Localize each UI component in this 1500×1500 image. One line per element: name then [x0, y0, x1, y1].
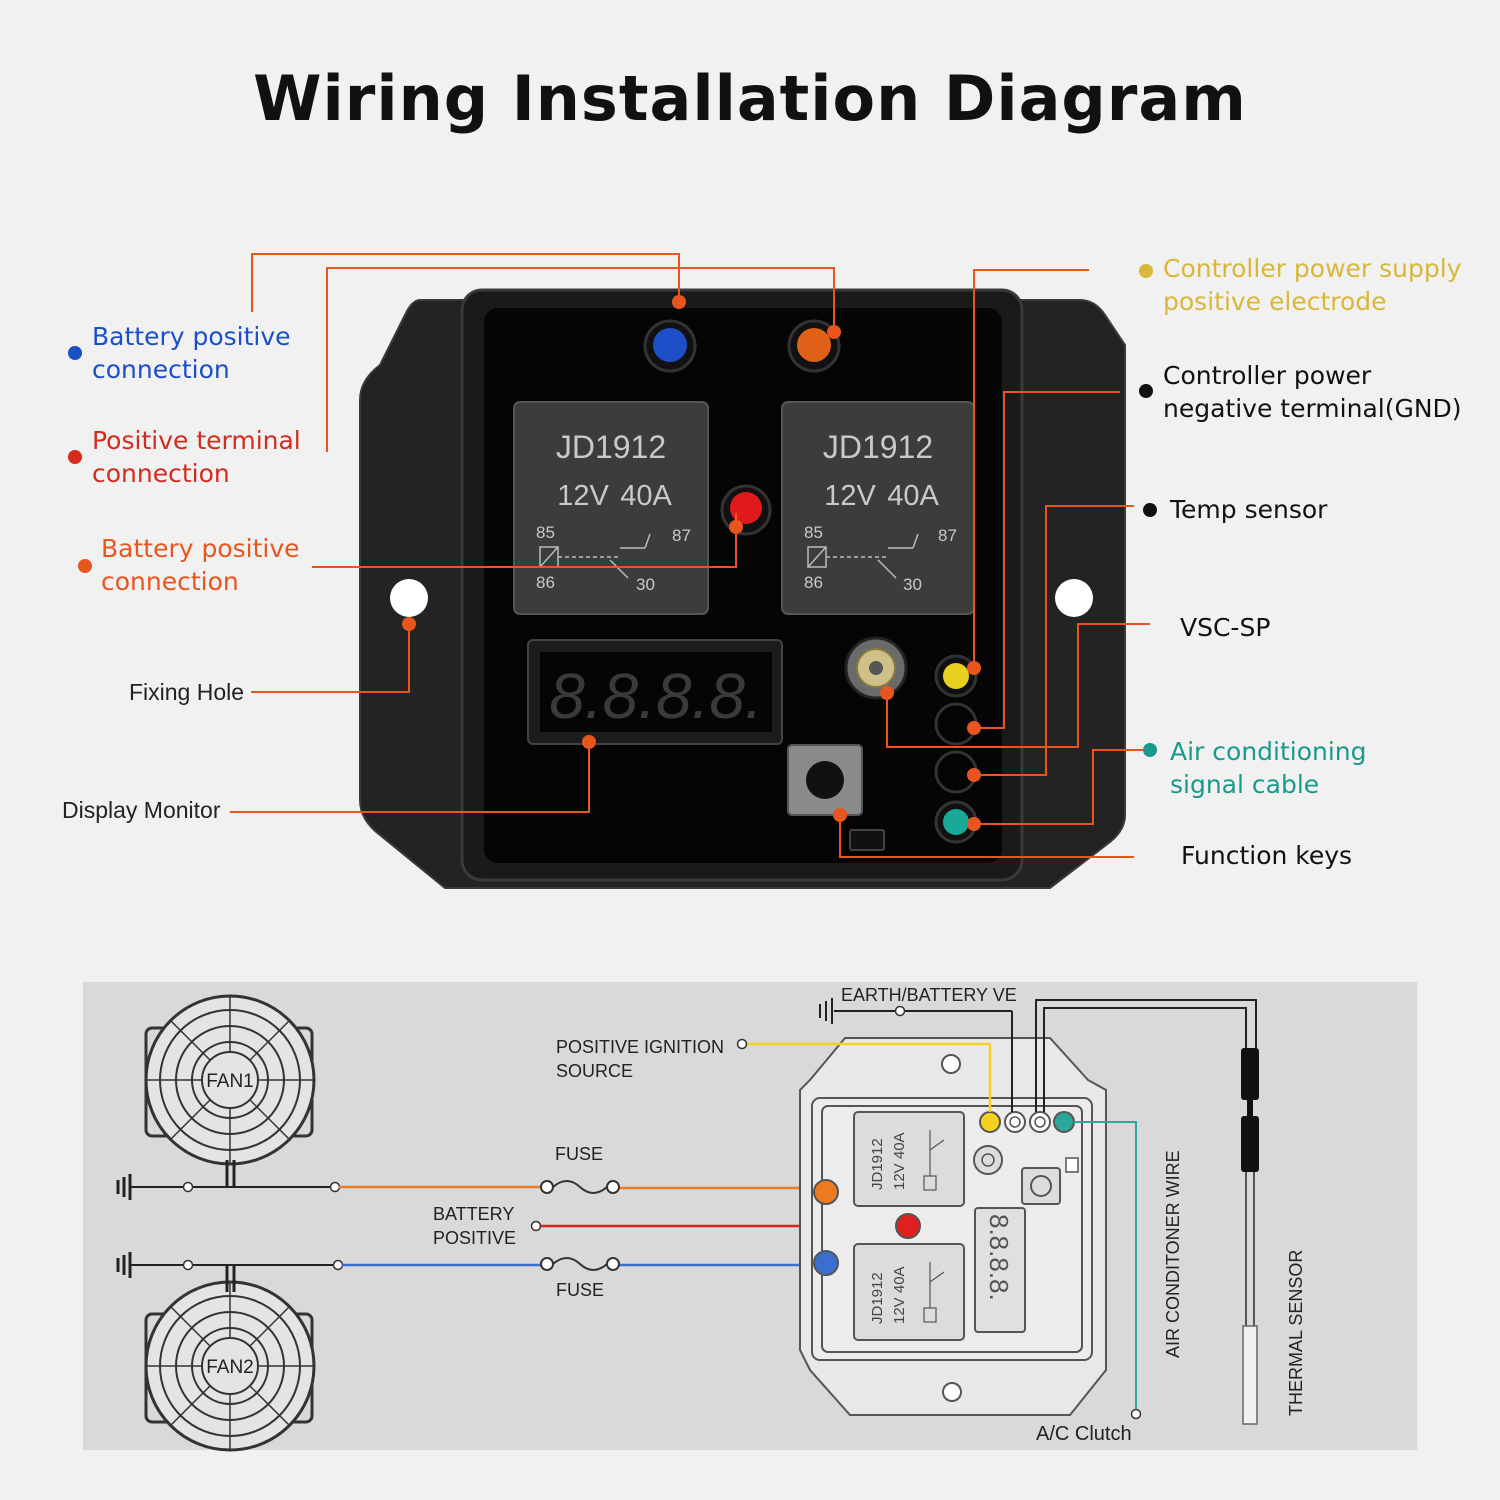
relay-right-amperage: 40A: [887, 480, 939, 512]
leader-lines: [230, 253, 1150, 858]
relay-right-pin-86: 86: [804, 573, 823, 592]
mini-relay-bottom-model: JD1912: [869, 1272, 886, 1324]
relay-right-pin-85: 85: [804, 523, 823, 542]
teal-terminal: [943, 809, 969, 835]
controller-power-negative-label: Controller power negative terminal(GND): [1163, 359, 1462, 425]
relay-left-pin-87: 87: [672, 526, 691, 545]
relay-left-model: JD1912: [556, 429, 666, 465]
air-conditioning-line2: signal cable: [1170, 770, 1320, 799]
relay-left-pin-85: 85: [536, 523, 555, 542]
fan-wiring: [116, 1160, 338, 1292]
air-conditioner-wire-label: AIR CONDITONER WIRE: [1163, 1150, 1183, 1358]
thermal-probe: [1242, 1325, 1258, 1425]
relay-left-amperage: 40A: [620, 480, 672, 512]
relay-right-voltage: 12V: [824, 480, 876, 512]
fixing-hole-label: Fixing Hole: [129, 679, 245, 705]
fixing-hole-left: [390, 579, 428, 617]
battery-positive-line2: POSITIVE: [433, 1228, 516, 1248]
display-screen: [540, 652, 772, 732]
earth-battery-label: EARTH/BATTERY VE: [841, 985, 1017, 1005]
schematic-teal-terminal: [1053, 1111, 1075, 1133]
fixing-hole-right: [1055, 579, 1093, 617]
relay-right-pin-87: 87: [938, 526, 957, 545]
leader-dots: [402, 295, 981, 831]
relay-left-voltage: 12V: [557, 480, 609, 512]
controller-illustration: JD1912 12V 40A 85 87 86 30 JD1912 12V 40…: [230, 253, 1150, 889]
controller-power-supply-line1: Controller power supply: [1163, 254, 1462, 283]
air-conditioning-line1: Air conditioning: [1170, 737, 1367, 766]
orange-terminal: [797, 328, 831, 362]
teal-bullet: [1143, 743, 1157, 757]
orange-bullet: [78, 559, 92, 573]
air-conditioning-signal-label: Air conditioning signal cable: [1170, 735, 1367, 801]
fuse-bottom-label: FUSE: [556, 1280, 604, 1300]
positive-ignition-line2: SOURCE: [556, 1061, 633, 1081]
positive-ignition-line1: POSITIVE IGNITION: [556, 1037, 724, 1057]
schematic-blue-terminal: [813, 1250, 839, 1276]
ac-clutch-label: A/C Clutch: [1036, 1423, 1132, 1445]
mini-relay-bottom: [853, 1243, 965, 1341]
schematic-red-terminal: [895, 1213, 921, 1239]
yellow-terminal: [943, 663, 969, 689]
mini-potentiometer: [973, 1145, 1003, 1175]
thermal-sensor-label: THERMAL SENSOR: [1286, 1250, 1306, 1416]
black-bullet-gnd: [1139, 384, 1153, 398]
fan2-label: FAN2: [206, 1357, 254, 1378]
mini-display: [974, 1207, 1026, 1333]
fuse-top-symbol: [540, 1180, 620, 1194]
sensor-connector-lower: [1241, 1116, 1259, 1172]
battery-positive-blue-line1: Battery positive: [92, 322, 291, 351]
mini-display-digits: 8.8.8.8.: [984, 1214, 1014, 1301]
battery-positive-blue-line2: connection: [92, 355, 230, 384]
relay-right-symbol: [807, 533, 919, 579]
mini-button: [1021, 1167, 1061, 1205]
display-monitor-label: Display Monitor: [62, 797, 221, 823]
temp-sensor-label: Temp sensor: [1170, 495, 1328, 524]
red-terminal: [730, 492, 762, 524]
sensor-connector-upper: [1241, 1048, 1259, 1100]
mini-relay-top: [853, 1111, 965, 1207]
mini-relay-bottom-rating: 12V 40A: [891, 1266, 908, 1324]
schematic-panel: [83, 982, 1417, 1450]
yellow-bullet: [1139, 264, 1153, 278]
battery-positive-line1: BATTERY: [433, 1204, 514, 1224]
positive-terminal-line1: Positive terminal: [92, 426, 301, 455]
controller-outline: [799, 1037, 1107, 1416]
relay-left-pin-86: 86: [536, 573, 555, 592]
relay-right-pin-30: 30: [903, 575, 922, 594]
relay-left-pin-30: 30: [636, 575, 655, 594]
vsc-sp-label: VSC-SP: [1180, 613, 1271, 642]
battery-positive-orange-label: Battery positive connection: [101, 532, 300, 598]
relay-right-model: JD1912: [823, 429, 933, 465]
display-digits: 8.8.8.8.: [549, 660, 763, 732]
schematic-yellow-terminal: [979, 1111, 1001, 1133]
relay-left: [513, 401, 709, 615]
controller-power-supply-line2: positive electrode: [1163, 287, 1387, 316]
battery-positive-orange-line2: connection: [101, 567, 239, 596]
fan1-icon: [144, 994, 316, 1166]
black-bullet-temp: [1143, 503, 1157, 517]
positive-terminal-line2: connection: [92, 459, 230, 488]
mini-relay-top-model: JD1912: [869, 1138, 886, 1190]
controller-power-supply-label: Controller power supply positive electro…: [1163, 252, 1462, 318]
fan1-label: FAN1: [206, 1071, 254, 1092]
fan2-icon: [144, 1280, 316, 1452]
fuse-bottom-symbol: [540, 1257, 620, 1271]
controller-power-negative-line2: negative terminal(GND): [1163, 394, 1462, 423]
battery-positive-orange-line1: Battery positive: [101, 534, 300, 563]
positive-terminal-label: Positive terminal connection: [92, 424, 301, 490]
fuse-top-label: FUSE: [555, 1144, 603, 1164]
function-keys-label: Function keys: [1181, 841, 1353, 870]
battery-positive-blue-label: Battery positive connection: [92, 320, 291, 386]
red-bullet: [68, 450, 82, 464]
schematic-orange-terminal: [813, 1179, 839, 1205]
controller-power-negative-line1: Controller power: [1163, 361, 1372, 390]
page-title: Wiring Installation Diagram: [253, 62, 1247, 135]
mini-relay-top-rating: 12V 40A: [891, 1132, 908, 1190]
blue-bullet: [68, 346, 82, 360]
blue-terminal: [653, 328, 687, 362]
